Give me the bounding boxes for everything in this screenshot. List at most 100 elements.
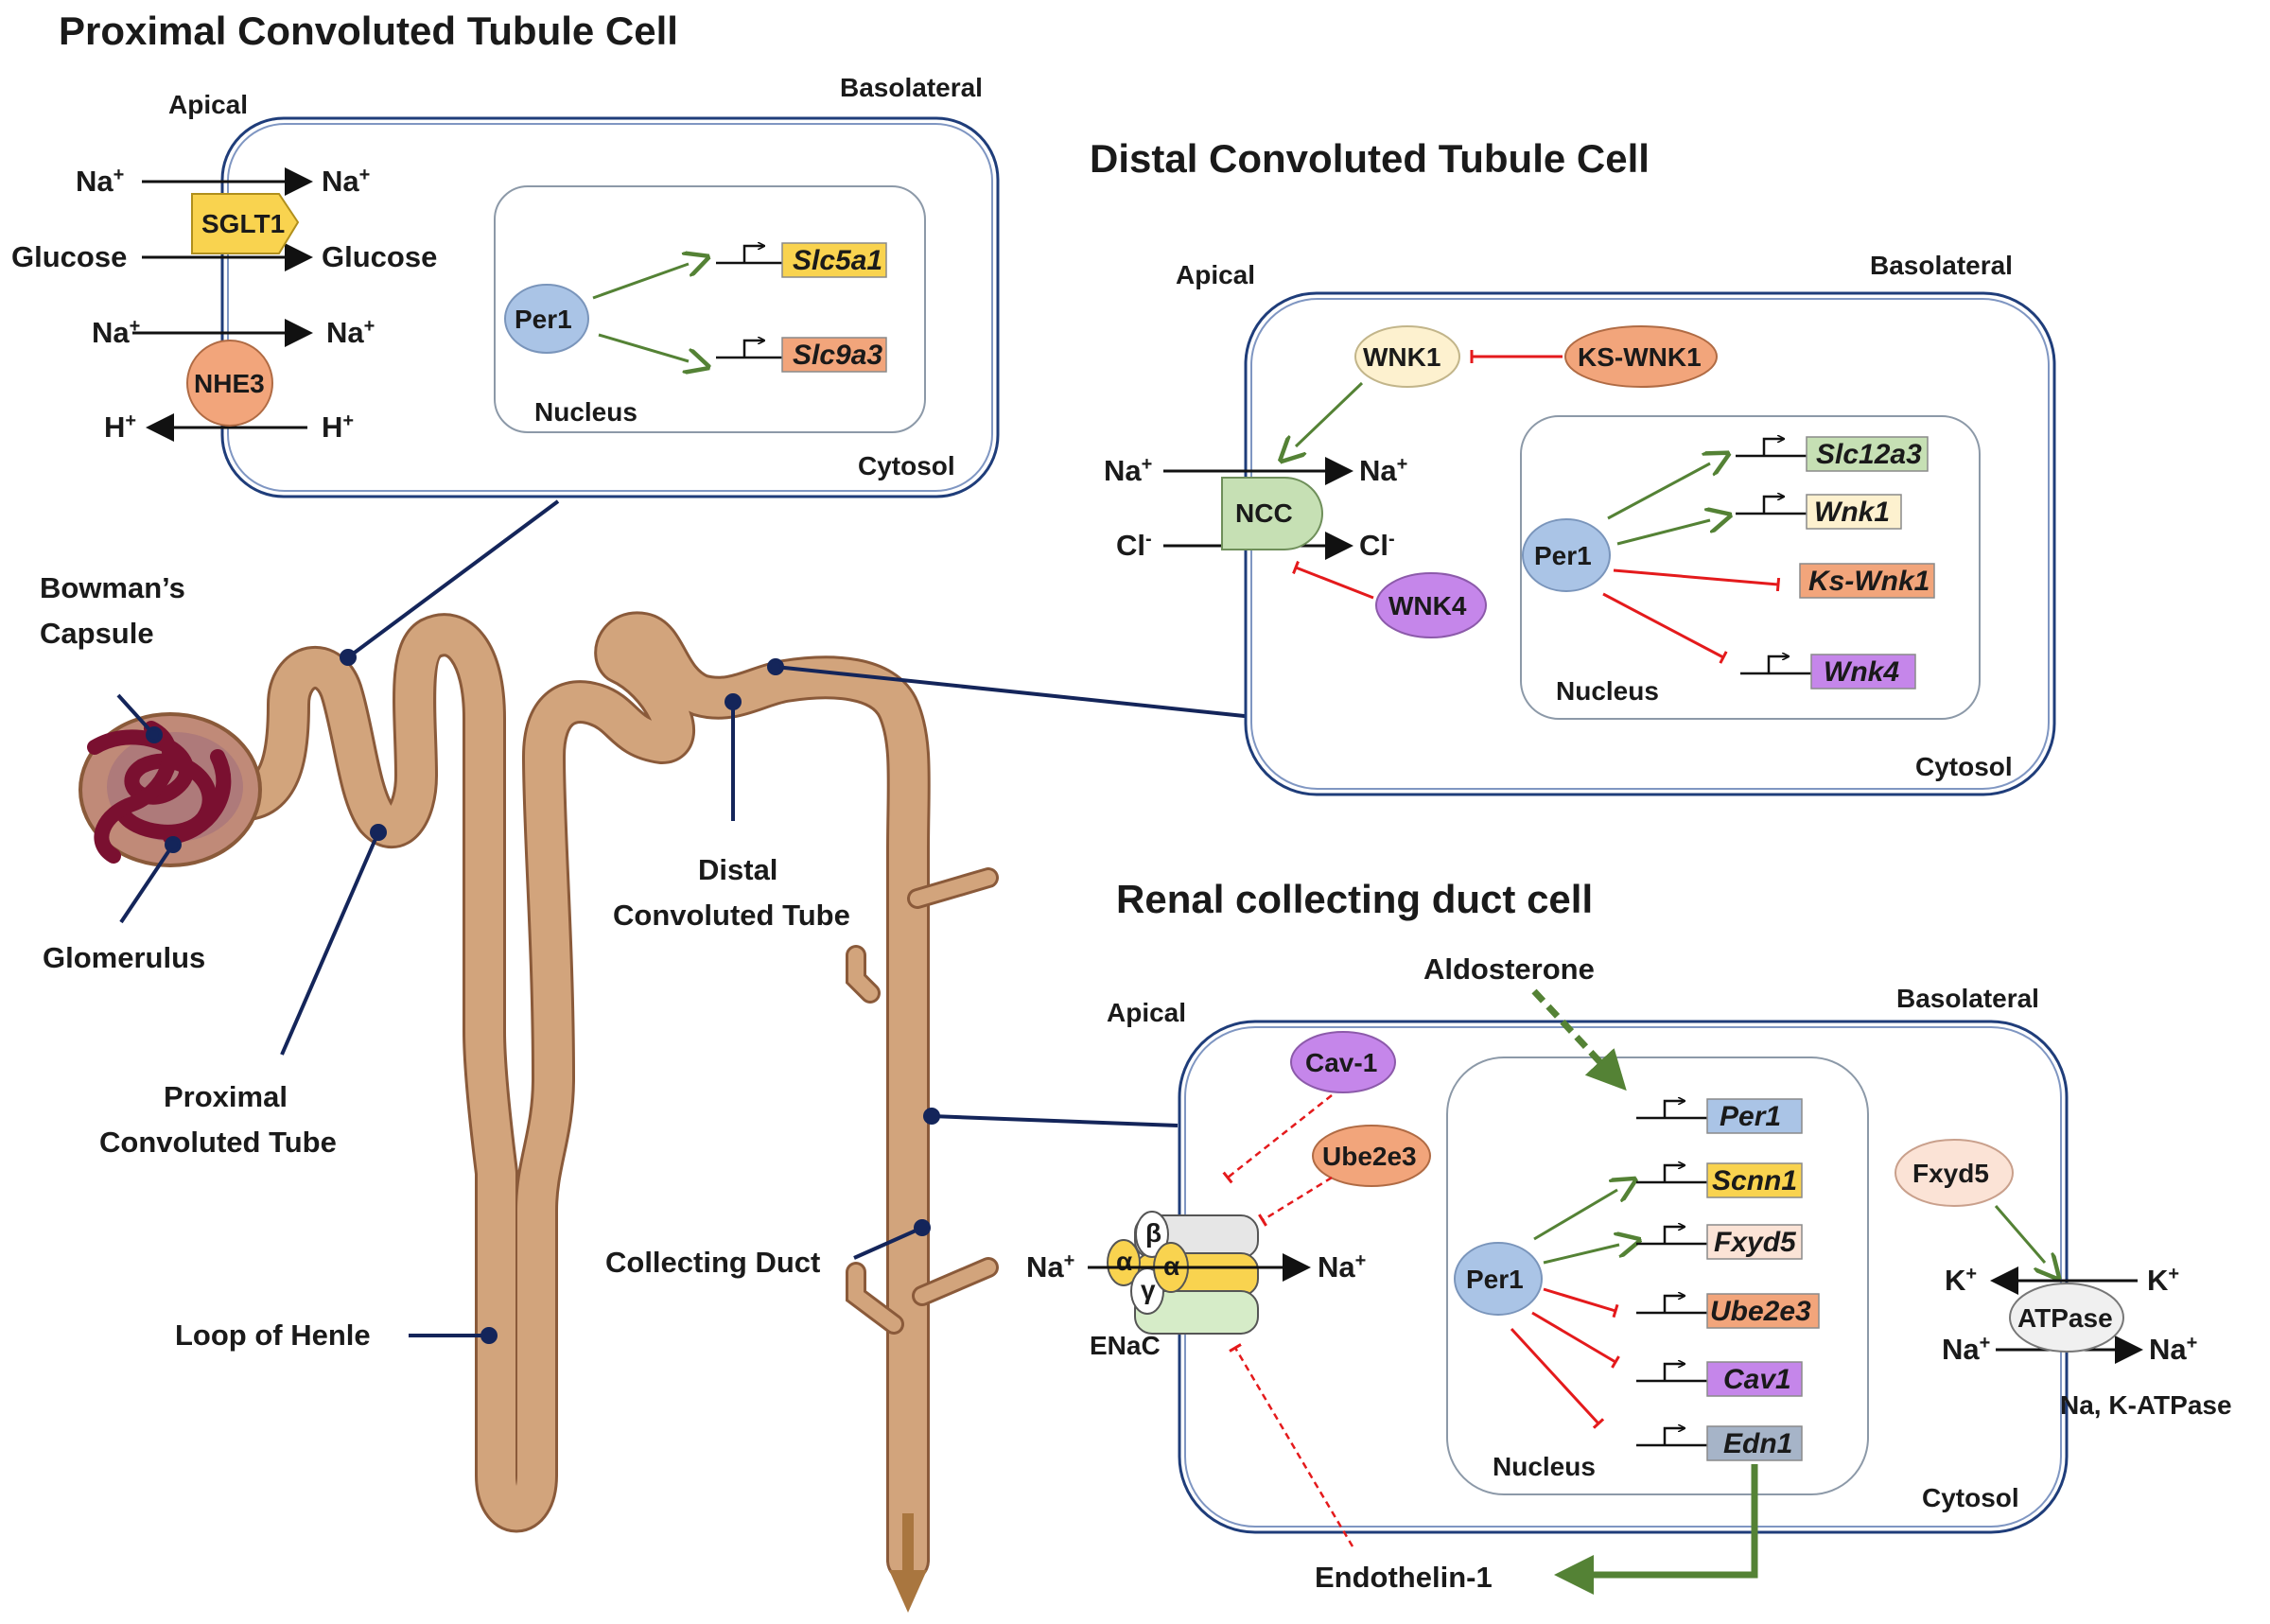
pct-per1 [504, 284, 589, 354]
pct-h-in: H+ [104, 410, 136, 444]
outflow-arrow [889, 1570, 927, 1613]
cd-branch-4-fill [848, 1265, 901, 1332]
dct-na-in: Na+ [1104, 454, 1152, 487]
dct-apical-label: Apical [1176, 260, 1255, 289]
pct-act-2 [598, 333, 689, 361]
pct-cytosol-label: Cytosol [858, 451, 955, 480]
dct-gene-slc12a3: Slc12a3 [1736, 437, 1929, 472]
svg-text:Per1: Per1 [1720, 1101, 1781, 1132]
nhe3-transporter [186, 340, 273, 427]
cd-inhibit-ube2e3-gene [1543, 1287, 1619, 1318]
cd-cav1 [1290, 1031, 1396, 1093]
cd-branch-1-fill [910, 870, 996, 906]
outflow-stem [902, 1513, 914, 1570]
cd-gene-ube2e3: Ube2e3 [1636, 1294, 1820, 1329]
cd-panel: Renal collecting duct cell Apical Basola… [1026, 877, 2232, 1595]
cd-aldosterone-arrow [1531, 988, 1627, 1091]
cd-basolateral-label: Basolateral [1896, 984, 2039, 1013]
svg-text:β: β [1145, 1218, 1161, 1248]
callout-lines [116, 499, 1254, 1344]
cd-cytosol-label: Cytosol [1922, 1483, 2019, 1512]
dct-inhibit-wnk4 [1602, 592, 1728, 664]
cd-atpase [2009, 1283, 2124, 1353]
dct-wnk4 [1375, 572, 1487, 638]
label-loop: Loop of Henle [175, 1318, 371, 1352]
label-collecting-duct: Collecting Duct [605, 1246, 820, 1279]
dct-per1-label: Per1 [1534, 541, 1592, 570]
cd-gene-scnn1: Scnn1 [1636, 1163, 1803, 1198]
dct-act-ncc [1296, 381, 1364, 446]
cd-ube2e3-label: Ube2e3 [1322, 1142, 1417, 1171]
cd-branch-3-fill [915, 1260, 996, 1303]
label-pct-2: Convoluted Tube [99, 1126, 337, 1159]
cd-act-atpase [1994, 1205, 2045, 1263]
cd-endothelin-label: Endothelin-1 [1315, 1561, 1493, 1594]
dct-panel: Distal Convoluted Tubule Cell Apical Bas… [1090, 136, 2056, 796]
dct-wnk1 [1354, 325, 1460, 388]
enac-channel: α β γ α [1107, 1211, 1259, 1335]
pct-act-1 [592, 264, 689, 300]
cd-act-fxyd5 [1543, 1245, 1619, 1265]
cd-atpase-label: ATPase [2017, 1303, 2113, 1333]
sglt1-label: SGLT1 [201, 209, 285, 238]
ncc-transporter [1221, 477, 1323, 550]
cd-inhibit-edn1-gene [1510, 1327, 1605, 1429]
dct-nucleus-label: Nucleus [1556, 676, 1659, 706]
cd-gene-edn1: Edn1 [1636, 1426, 1803, 1461]
cd-k-out: K+ [1945, 1264, 1977, 1297]
cd-per1 [1454, 1242, 1543, 1316]
label-pct-1: Proximal [164, 1080, 288, 1113]
dct-act-slc12a3 [1607, 463, 1710, 520]
svg-text:Ks-Wnk1: Ks-Wnk1 [1808, 566, 1930, 597]
cd-gene-cav1: Cav1 [1636, 1362, 1803, 1397]
cd-inhibit-ube2e3 [1258, 1176, 1333, 1227]
label-dct-2: Convoluted Tube [613, 899, 850, 932]
svg-text:Slc5a1: Slc5a1 [793, 245, 882, 276]
dct-wnk4-label: WNK4 [1388, 591, 1467, 620]
dct-per1 [1522, 518, 1611, 592]
dct-basolateral-label: Basolateral [1870, 251, 2013, 280]
svg-text:γ: γ [1141, 1275, 1156, 1304]
cd-apical-label: Apical [1107, 998, 1186, 1027]
cd-k-in: K+ [2147, 1264, 2179, 1297]
cd-na3-in: Na+ [1942, 1333, 1990, 1366]
svg-text:Ube2e3: Ube2e3 [1710, 1296, 1811, 1327]
dct-gene-wnk1: Wnk1 [1736, 495, 1902, 530]
nhe3-label: NHE3 [194, 369, 265, 398]
cd-nucleus-label: Nucleus [1493, 1452, 1596, 1481]
dct-cl-in: Cl- [1116, 529, 1152, 562]
pct-na2-out: Na+ [326, 316, 375, 349]
cd-inhibit-cav1-gene [1531, 1311, 1620, 1369]
pct-panel: Proximal Convoluted Tubule Cell Apical B… [11, 9, 1000, 498]
svg-text:Slc9a3: Slc9a3 [793, 340, 882, 371]
cd-nak-atpase-label: Na, K-ATPase [2060, 1390, 2232, 1420]
cd-edn1-output-arrow [1554, 1464, 1758, 1595]
dct-gene-kswnk1: Ks-Wnk1 [1799, 563, 1935, 599]
dct-cl-out: Cl- [1359, 529, 1395, 562]
dct-kswnk1 [1564, 325, 1718, 388]
pct-per1-label: Per1 [515, 305, 572, 334]
cd-per1-label: Per1 [1466, 1265, 1524, 1294]
cd-gene-per1: Per1 [1636, 1099, 1803, 1134]
svg-text:Wnk1: Wnk1 [1814, 497, 1890, 528]
sglt1-transporter [191, 193, 300, 254]
pct-basolateral-label: Basolateral [840, 73, 983, 102]
pct-na-in: Na+ [76, 165, 124, 198]
pct-na2-in: Na+ [92, 316, 140, 349]
pct-na-out: Na+ [322, 165, 370, 198]
pct-nucleus-label: Nucleus [534, 397, 637, 427]
label-bowman-1: Bowman’s [40, 571, 185, 604]
dct-kswnk1-label: KS-WNK1 [1578, 342, 1702, 372]
cd-fxyd5 [1895, 1139, 2014, 1207]
pct-h-out: H+ [322, 410, 354, 444]
pct-gene-slc9a3: Slc9a3 [716, 338, 887, 373]
pct-gene-slc5a1: Slc5a1 [716, 243, 887, 278]
cd-ube2e3 [1312, 1125, 1431, 1187]
nephron-illustration: Bowman’s Capsule Glomerulus Proximal Con… [40, 499, 1254, 1613]
cd-inhibit-endothelin [1229, 1343, 1354, 1547]
cd-na-out: Na+ [1318, 1250, 1366, 1283]
dct-cytosol-label: Cytosol [1915, 752, 2013, 781]
dct-inhibit-ncc [1292, 560, 1374, 600]
svg-text:α: α [1116, 1247, 1132, 1276]
